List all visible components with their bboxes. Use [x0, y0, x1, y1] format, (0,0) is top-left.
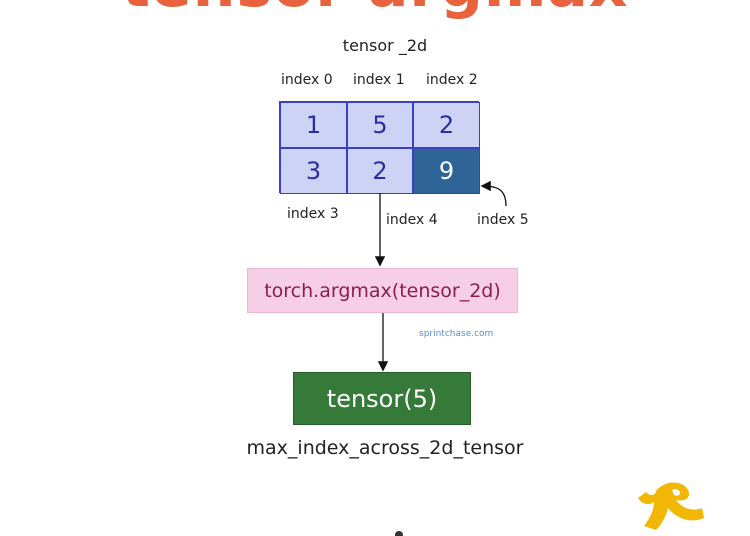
tensor-grid: 1 5 2 3 2 9 — [279, 101, 480, 194]
cropped-glyph-fragment — [395, 531, 403, 536]
tensor-cell: 2 — [347, 148, 413, 194]
tensor-cell-max: 9 — [413, 148, 480, 194]
page-heading-fragment: tensor argmax — [0, 0, 750, 16]
argmax-function-label: torch.argmax(tensor_2d) — [264, 279, 501, 302]
tensor-cell: 2 — [413, 102, 480, 148]
result-caption: max_index_across_2d_tensor — [246, 437, 524, 459]
brand-logo-icon — [638, 482, 704, 530]
index-label-4: index 4 — [386, 212, 438, 228]
index-label-5: index 5 — [477, 212, 529, 228]
tensor-cell: 5 — [347, 102, 413, 148]
index-label-3: index 3 — [287, 206, 339, 222]
tensor-cell: 3 — [280, 148, 347, 194]
result-label: tensor(5) — [326, 384, 438, 413]
argmax-function-box: torch.argmax(tensor_2d) — [247, 268, 518, 313]
arrow-index5-to-cell — [480, 180, 507, 207]
index-label-0: index 0 — [281, 72, 333, 88]
index-label-2: index 2 — [426, 72, 478, 88]
result-box: tensor(5) — [293, 372, 471, 425]
watermark: sprintchase.com — [419, 329, 494, 339]
tensor-label: tensor _2d — [342, 36, 428, 55]
tensor-cell: 1 — [280, 102, 347, 148]
index-label-1: index 1 — [353, 72, 405, 88]
